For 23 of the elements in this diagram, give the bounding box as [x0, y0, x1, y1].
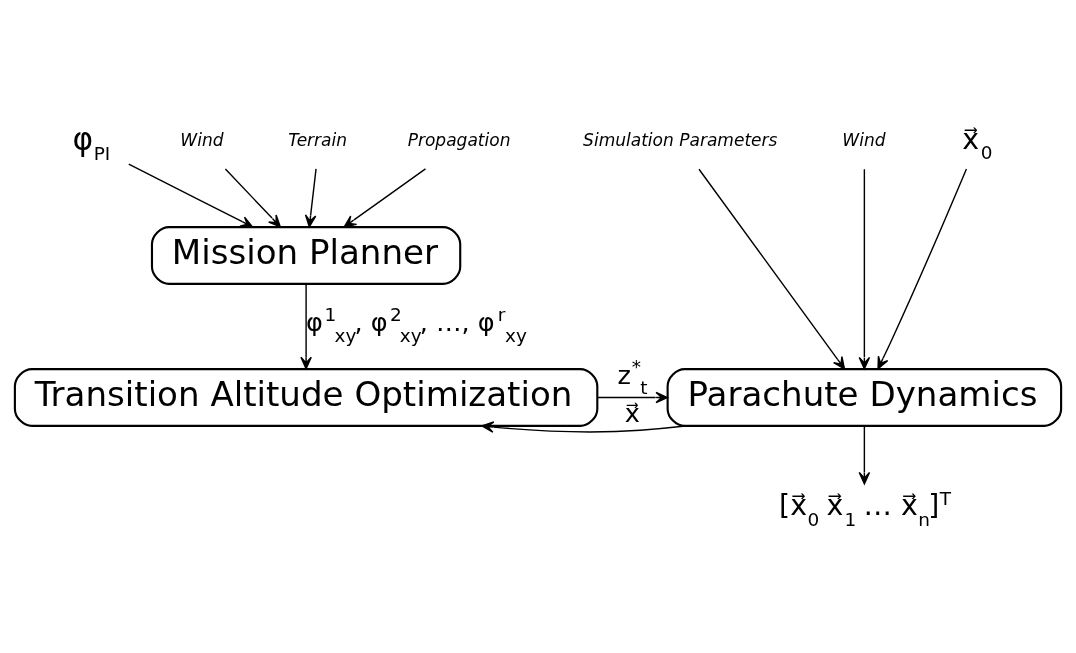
node-text: Terrain: [288, 130, 348, 151]
node-text: Propagation: [407, 130, 511, 151]
node-text: φ$_{PI}$: [72, 120, 111, 165]
edge-label: x⃗: [624, 398, 640, 429]
arrow: [481, 421, 687, 433]
arrow: [128, 163, 254, 228]
node-text: Wind: [842, 130, 886, 151]
arrow: [596, 391, 669, 404]
arrow: [300, 283, 312, 370]
arrow: [877, 168, 968, 370]
node-text: x⃗$_{0}$: [962, 122, 993, 164]
arrow: [698, 168, 846, 370]
arrow: [343, 168, 427, 228]
arrow: [224, 168, 281, 228]
node-text: Simulation Parameters: [583, 130, 778, 151]
arrow: [858, 425, 871, 485]
node-box: Parachute Dynamics: [666, 368, 1063, 427]
arrow: [858, 168, 871, 370]
node-box: Transition Altitude Optimization: [13, 368, 599, 427]
node-text: Wind: [180, 130, 224, 151]
arrow: [304, 168, 317, 228]
node-text: [x⃗$_{0}$ x⃗$_{1}$ … x⃗$_{n}$]$^{T}$: [779, 487, 951, 530]
node-box: Mission Planner: [150, 226, 462, 285]
